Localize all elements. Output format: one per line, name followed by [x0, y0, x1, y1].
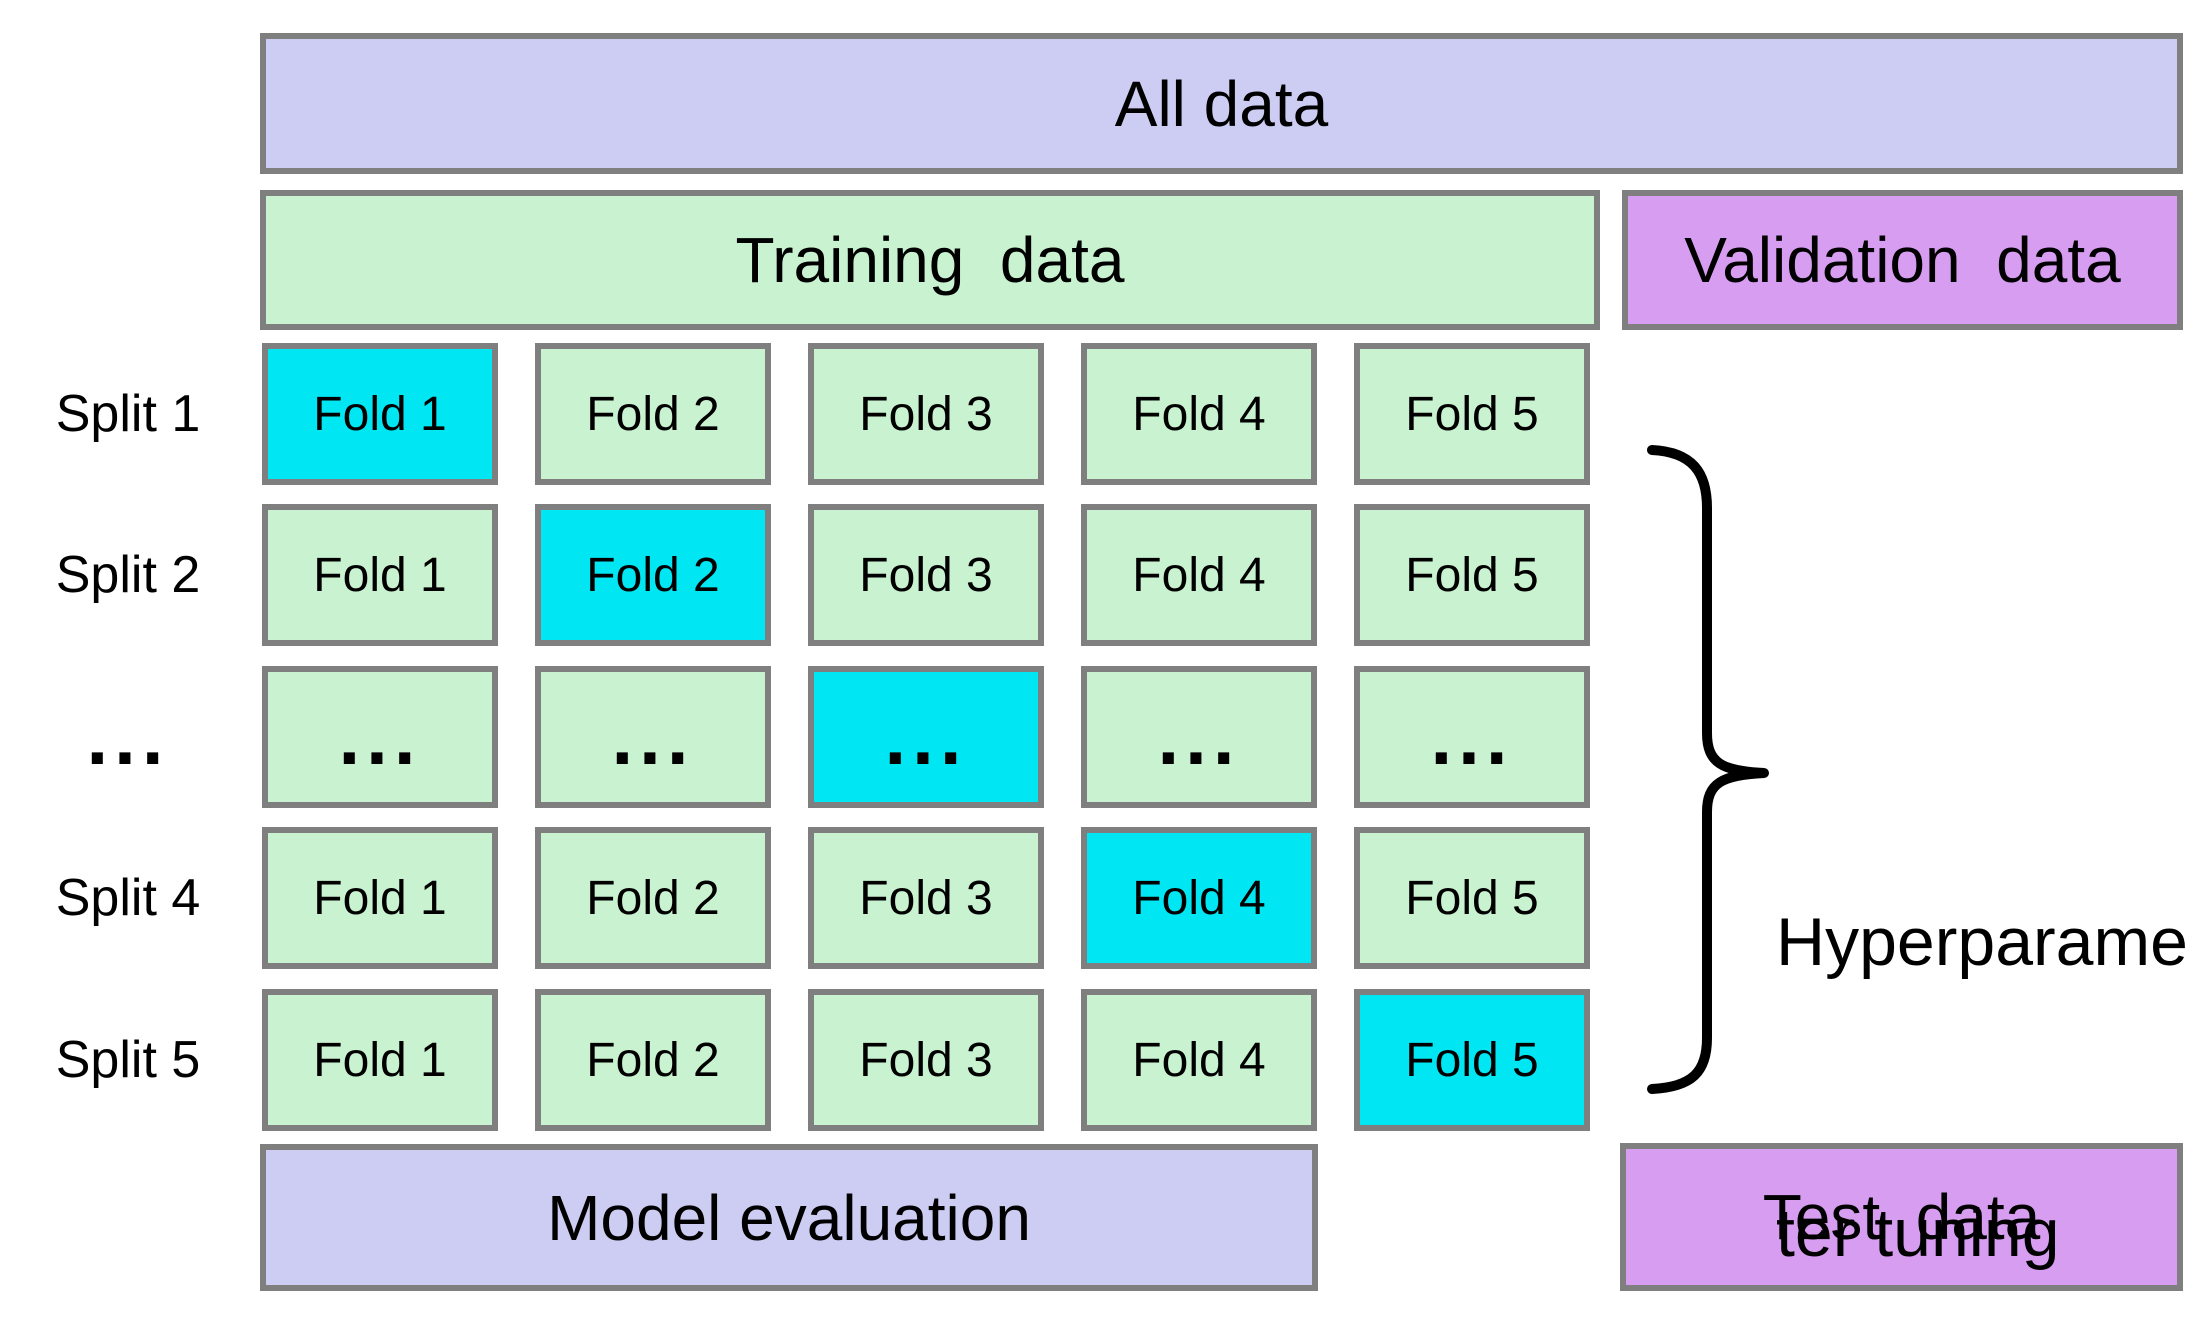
split-label-2: Split 2	[12, 504, 244, 646]
hyperparameter-line2: ter tuning	[1776, 1195, 2060, 1271]
split-label-5-text: Split 5	[55, 1031, 201, 1089]
fold-cell-r1c5: Fold 5	[1354, 343, 1590, 485]
fold-cell-r3c3: ...	[808, 666, 1044, 808]
fold-cell-label: ...	[1430, 692, 1514, 781]
fold-cell-label: Fold 1	[313, 1033, 447, 1087]
fold-cell-label: Fold 3	[859, 871, 993, 925]
fold-cell-r4c3: Fold 3	[808, 827, 1044, 969]
fold-cell-r3c2: ...	[535, 666, 771, 808]
split-label-1: Split 1	[12, 343, 244, 485]
split-label-4: Split 4	[12, 827, 244, 969]
fold-cell-r2c4: Fold 4	[1081, 504, 1317, 646]
fold-cell-label: Fold 2	[586, 387, 720, 441]
validation-data-bar: Validation data	[1622, 190, 2183, 330]
fold-cell-r5c5: Fold 5	[1354, 989, 1590, 1131]
hyperparameter-tuning-label: Hyperparame ter tuning	[1776, 700, 2188, 1317]
model-evaluation-bar: Model evaluation	[260, 1144, 1318, 1291]
fold-cell-r4c5: Fold 5	[1354, 827, 1590, 969]
fold-cell-label: Fold 1	[313, 871, 447, 925]
hyperparameter-line1: Hyperparame	[1776, 904, 2188, 980]
fold-cell-r4c4: Fold 4	[1081, 827, 1317, 969]
fold-cell-label: Fold 3	[859, 387, 993, 441]
fold-cell-label: Fold 2	[586, 548, 720, 602]
fold-cell-r3c4: ...	[1081, 666, 1317, 808]
fold-cell-label: ...	[338, 692, 422, 781]
fold-cell-r4c1: Fold 1	[262, 827, 498, 969]
fold-cell-r3c5: ...	[1354, 666, 1590, 808]
fold-cell-r2c2: Fold 2	[535, 504, 771, 646]
fold-cell-label: ...	[884, 692, 968, 781]
fold-cell-label: ...	[1157, 692, 1241, 781]
fold-cell-label: ...	[611, 692, 695, 781]
all-data-bar: All data	[260, 33, 2183, 174]
fold-cell-r5c4: Fold 4	[1081, 989, 1317, 1131]
fold-cell-label: Fold 5	[1405, 548, 1539, 602]
fold-cell-label: Fold 1	[313, 387, 447, 441]
fold-cell-r1c4: Fold 4	[1081, 343, 1317, 485]
fold-cell-label: Fold 3	[859, 1033, 993, 1087]
fold-cell-r3c1: ...	[262, 666, 498, 808]
fold-cell-label: Fold 5	[1405, 1033, 1539, 1087]
fold-cell-label: Fold 2	[586, 871, 720, 925]
split-label-5: Split 5	[12, 989, 244, 1131]
fold-cell-label: Fold 4	[1132, 1033, 1266, 1087]
training-data-label: Training data	[735, 224, 1125, 296]
split-label-ellipsis: ...	[12, 666, 244, 808]
fold-cell-label: Fold 2	[586, 1033, 720, 1087]
fold-cell-label: Fold 3	[859, 548, 993, 602]
fold-cell-r2c1: Fold 1	[262, 504, 498, 646]
training-data-bar: Training data	[260, 190, 1600, 330]
split-label-2-text: Split 2	[55, 546, 201, 604]
fold-cell-label: Fold 4	[1132, 548, 1266, 602]
all-data-label: All data	[1114, 67, 1329, 140]
fold-cell-label: Fold 5	[1405, 871, 1539, 925]
fold-cell-r1c1: Fold 1	[262, 343, 498, 485]
fold-cell-r5c2: Fold 2	[535, 989, 771, 1131]
test-data-label: Test data	[1762, 1181, 2041, 1253]
fold-cell-label: Fold 4	[1132, 871, 1266, 925]
model-evaluation-label: Model evaluation	[547, 1181, 1031, 1254]
fold-cell-r2c5: Fold 5	[1354, 504, 1590, 646]
fold-cell-label: Fold 4	[1132, 387, 1266, 441]
fold-cell-label: Fold 5	[1405, 387, 1539, 441]
test-data-bar: Test data	[1620, 1143, 2183, 1291]
fold-cell-r4c2: Fold 2	[535, 827, 771, 969]
split-label-1-text: Split 1	[55, 385, 201, 443]
validation-data-label: Validation data	[1684, 224, 2121, 296]
fold-cell-r1c2: Fold 2	[535, 343, 771, 485]
split-label-4-text: Split 4	[55, 869, 201, 927]
fold-cell-r5c3: Fold 3	[808, 989, 1044, 1131]
split-label-ellipsis-text: ...	[86, 692, 170, 781]
fold-cell-label: Fold 1	[313, 548, 447, 602]
fold-cell-r1c3: Fold 3	[808, 343, 1044, 485]
fold-cell-r5c1: Fold 1	[262, 989, 498, 1131]
fold-cell-r2c3: Fold 3	[808, 504, 1044, 646]
